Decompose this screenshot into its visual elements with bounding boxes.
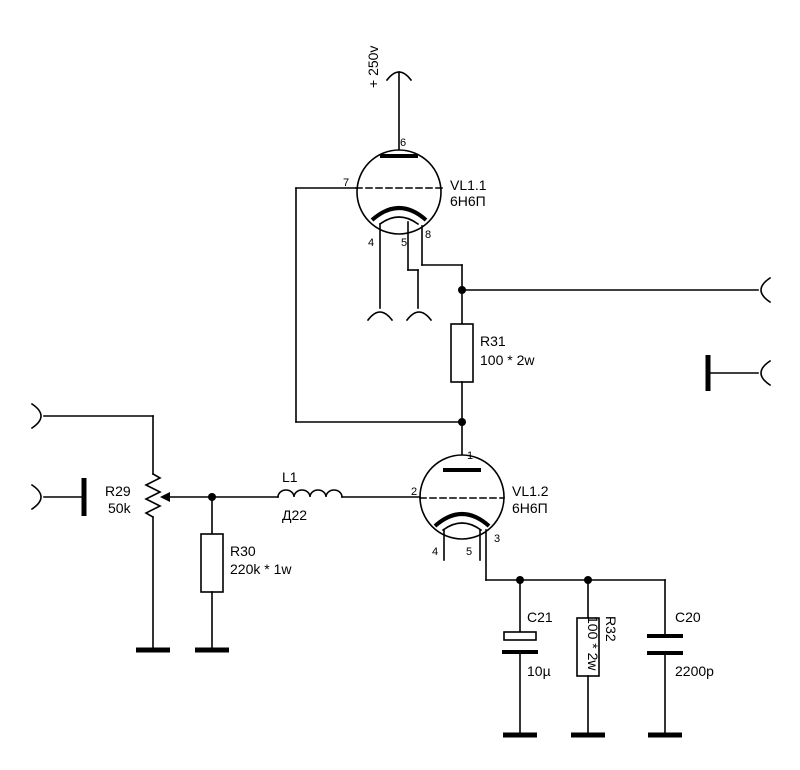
vl1-2-pin-anode: 1 — [467, 450, 473, 462]
output-ground-connector[interactable] — [705, 355, 772, 391]
input-connector[interactable] — [30, 402, 154, 430]
output-junction — [458, 286, 466, 294]
vl1-1-pin-heater-b: 5 — [401, 237, 407, 249]
vl1-1-heater-connectors — [366, 221, 433, 322]
vl1-1-cathode-wiring — [421, 225, 759, 326]
resistor-r32 — [571, 579, 605, 738]
capacitor-c21 — [502, 579, 538, 738]
vl1-1-ref: VL1.1 — [450, 177, 487, 193]
resistor-r30 — [195, 496, 229, 653]
feedback-wire — [295, 187, 466, 426]
c20-ref: C20 — [675, 609, 701, 625]
l1-ref: L1 — [282, 469, 298, 485]
vl1-2-pin-heater-a: 4 — [432, 546, 438, 558]
vl1-1-type: 6Н6П — [450, 193, 486, 209]
r29-value: 50k — [108, 500, 132, 516]
vl1-2-cathode — [433, 512, 491, 528]
input-ground-connector[interactable] — [30, 478, 87, 516]
r29-ref: R29 — [105, 483, 131, 499]
r29-wiper-arrow — [160, 492, 170, 502]
vl1-1-pin-anode: 6 — [400, 137, 406, 149]
feedback-junction — [458, 418, 466, 426]
l1-value: Д22 — [282, 507, 307, 523]
r30-ref: R30 — [230, 543, 256, 559]
c21-value: 10µ — [527, 663, 551, 679]
vl1-1-pin-grid: 7 — [343, 177, 349, 189]
potentiometer-r29 — [136, 415, 216, 653]
r31-value: 100 * 2w — [480, 352, 535, 368]
vl1-2-heater-leads — [443, 529, 481, 561]
r32-ref: R32 — [603, 616, 619, 642]
supply-connector — [385, 71, 413, 151]
supply-label: + 250v — [365, 46, 381, 88]
r30-value: 220k * 1w — [230, 561, 292, 577]
resistor-r31 — [450, 323, 474, 455]
vl1-2-heater — [441, 522, 483, 532]
r31-ref: R31 — [480, 333, 506, 349]
vl1-1-pin-heater-a: 4 — [368, 237, 374, 249]
c21-ref: C21 — [527, 609, 553, 625]
capacitor-c20 — [647, 579, 683, 738]
r32-value: 100 * 2w — [585, 616, 601, 671]
vl1-2-pin-cathode: 3 — [494, 533, 500, 545]
vl1-1-pin-cathode: 8 — [425, 229, 431, 241]
vl1-2-type: 6Н6П — [512, 500, 548, 516]
output-connector[interactable] — [760, 276, 772, 304]
c20-value: 2200p — [675, 663, 714, 679]
vl1-2-pin-grid: 2 — [411, 486, 417, 498]
inductor-l1 — [211, 489, 421, 498]
vl1-2-pin-heater-b: 5 — [466, 546, 472, 558]
vl1-2-cathode-wiring — [485, 529, 666, 584]
vl1-1-cathode — [370, 206, 428, 222]
vl1-1-heater — [378, 216, 420, 226]
tube-vl1-1 — [355, 149, 443, 235]
vl1-2-ref: VL1.2 — [512, 483, 549, 499]
tube-vl1-2 — [419, 454, 505, 540]
